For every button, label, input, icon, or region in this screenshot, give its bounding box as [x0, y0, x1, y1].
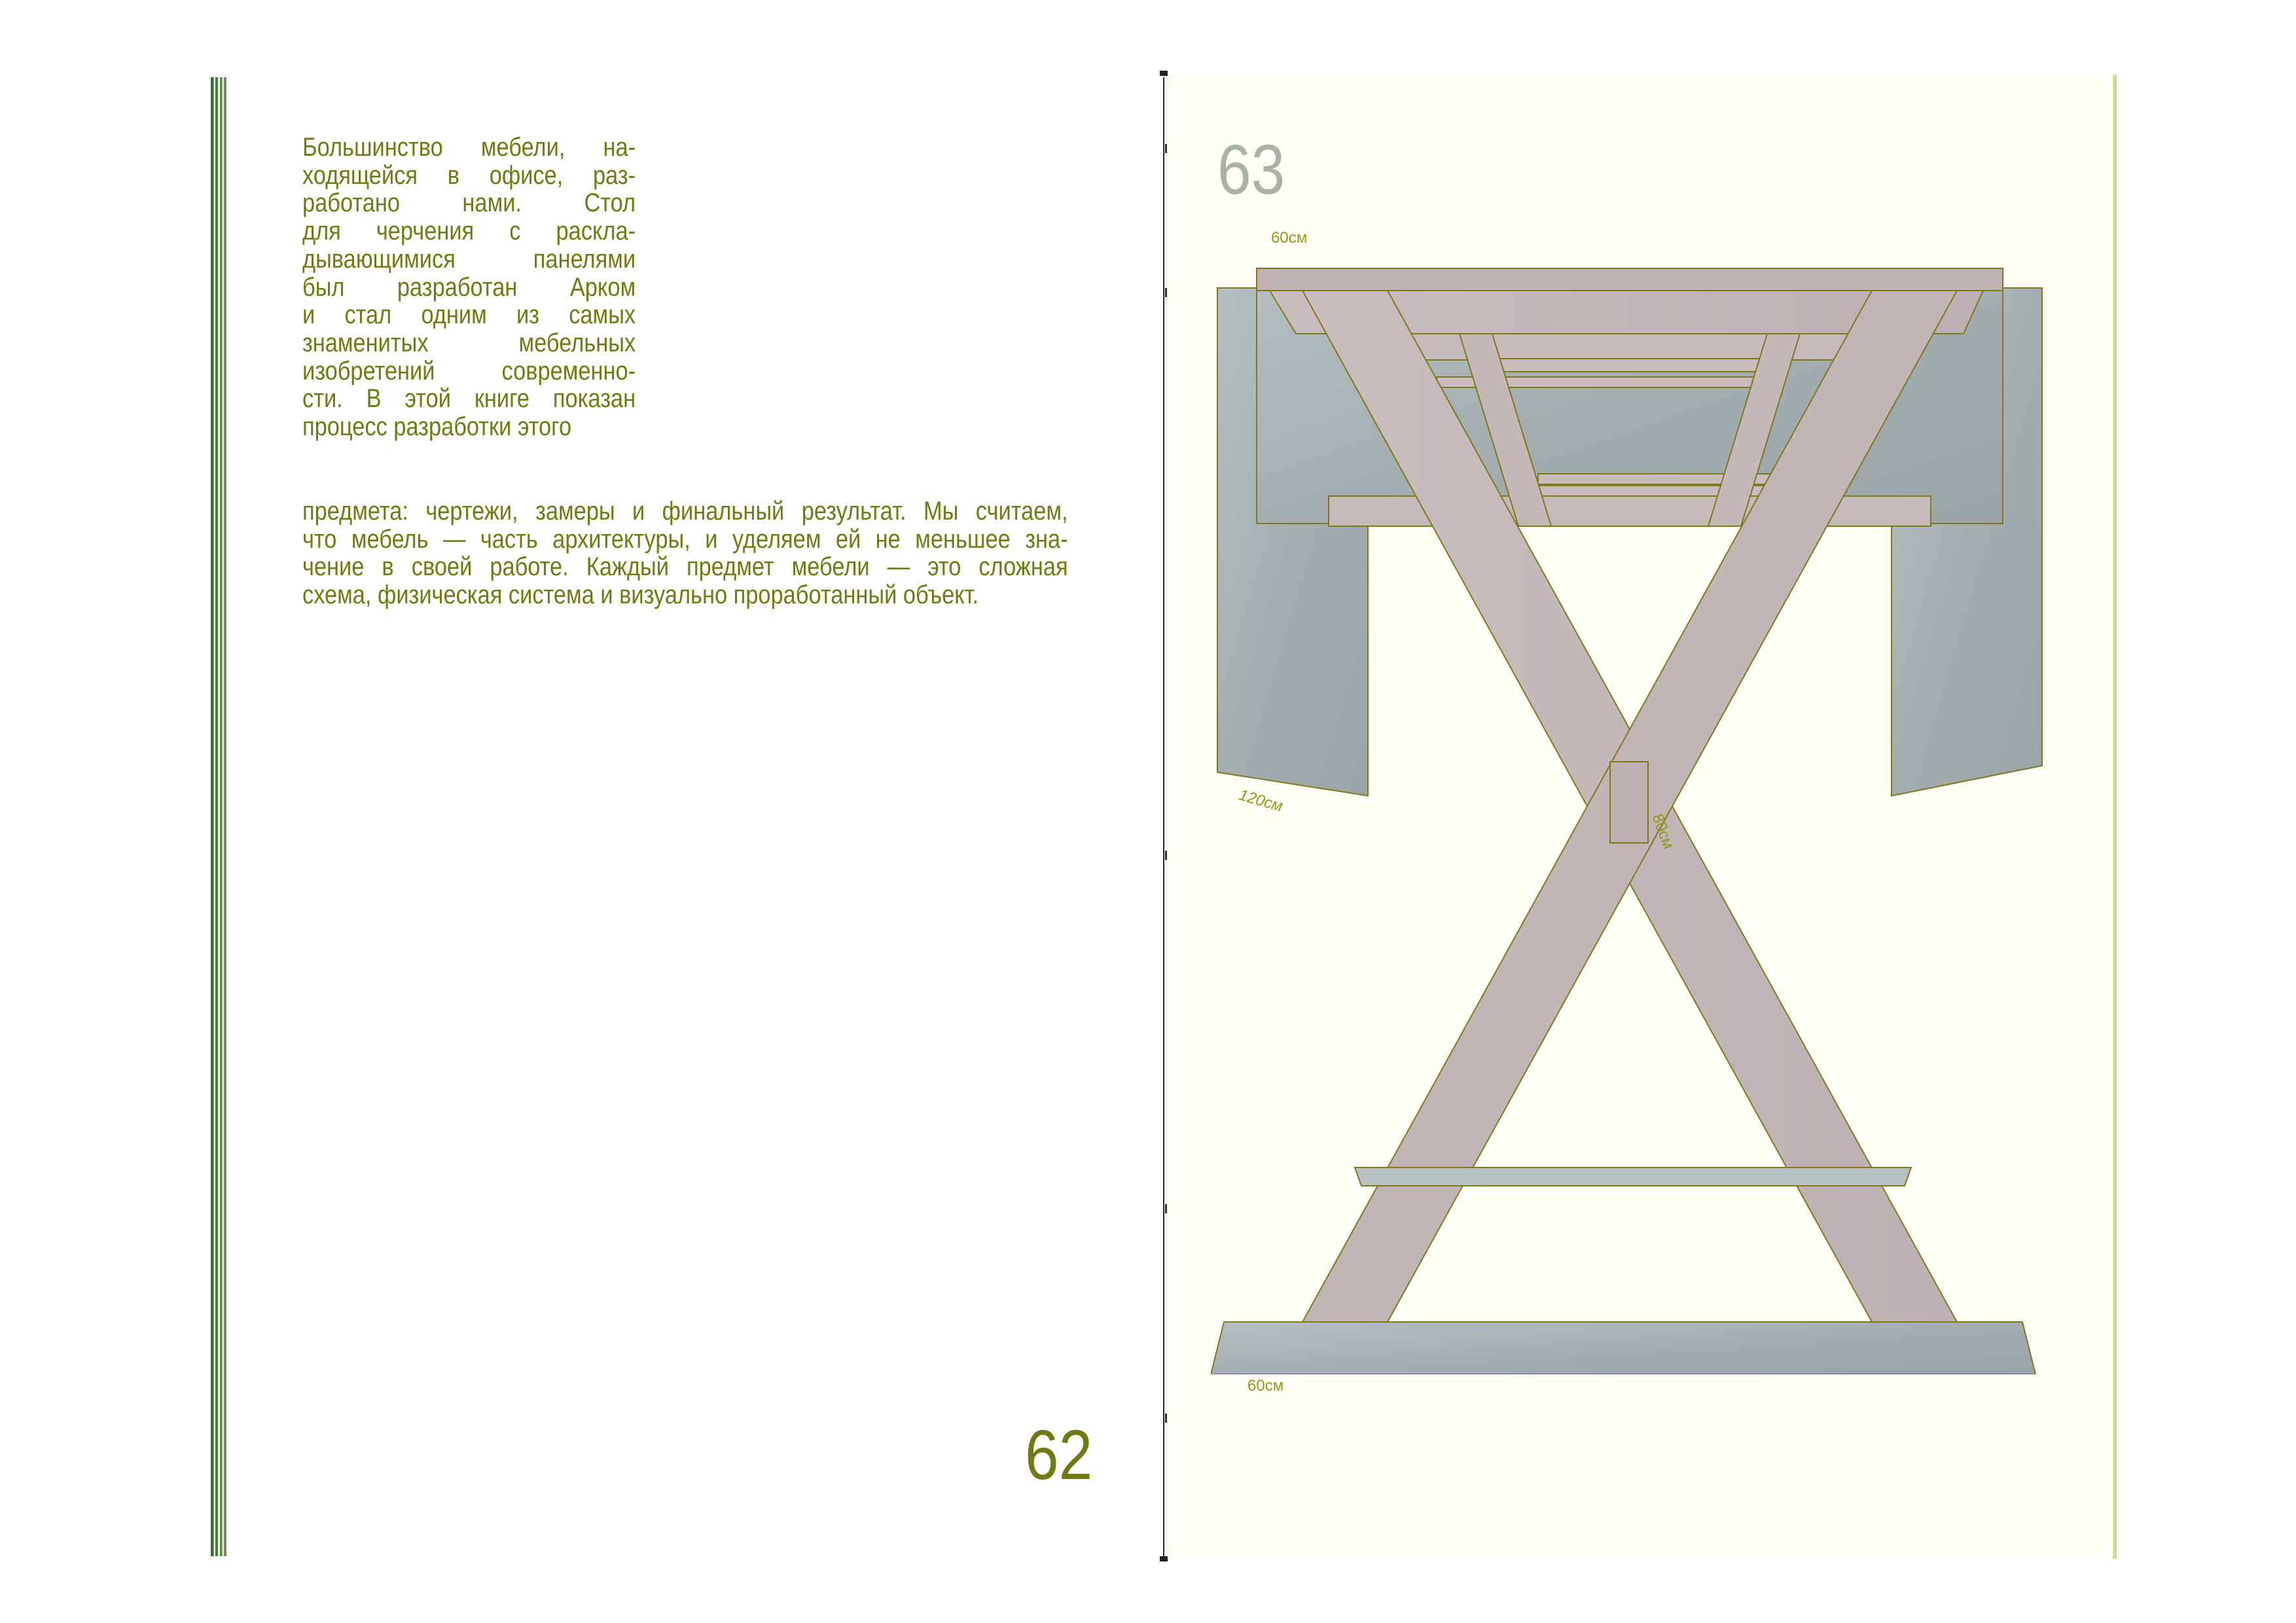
stitch-mark: [1165, 1204, 1167, 1213]
text-line: был разработан Арком: [302, 272, 636, 302]
top-front-edge: [1256, 268, 2003, 291]
stitch-mark: [1165, 1414, 1167, 1423]
stitch-mark: [1165, 288, 1167, 297]
intro-paragraph-narrow: Большинство мебели, на- ходящейся в офис…: [302, 134, 636, 441]
left-page: [226, 77, 1164, 1559]
text-line: схема, физическая система и визуально пр…: [302, 580, 979, 610]
page-number-left: 62: [1025, 1415, 1093, 1494]
frame-rail-top: [1268, 290, 1984, 334]
x-leg-hinge: [1609, 761, 1649, 844]
text-line: чение в своей работе. Каждый предмет меб…: [302, 552, 1068, 582]
stitch-mark: [1165, 851, 1167, 860]
drafting-table-drawing: [1211, 268, 2043, 1374]
text-line: Большинство мебели, на-: [302, 133, 636, 162]
text-line: предмета: чертежи, замеры и финальный ре…: [302, 497, 1068, 526]
dimension-label-top-width: 60см: [1271, 229, 1308, 247]
text-line: знаменитых мебельных: [302, 328, 636, 357]
stitch-mark: [1165, 144, 1167, 153]
text-line: что мебель — часть архитектуры, и уделяе…: [302, 524, 1068, 554]
text-line: процесс разработки этого: [302, 412, 572, 442]
gutter-bottom-mark: [1160, 1556, 1168, 1561]
page-number-right: 63: [1217, 130, 1285, 209]
right-page-edge: [2113, 75, 2117, 1559]
frame-rail-inner: [1361, 333, 1899, 361]
gutter: [1163, 77, 1164, 1558]
frame-brace: [1707, 333, 1801, 527]
frame-brace: [1458, 333, 1552, 527]
text-line: ходящейся в офисе, раз-: [302, 160, 636, 190]
dimension-label-bottom-width: 60см: [1247, 1377, 1284, 1395]
frame-slat: [1498, 358, 1774, 372]
intro-paragraph-wide: предмета: чертежи, замеры и финальный ре…: [302, 497, 1068, 609]
text-line: сти. В этой книге показан: [302, 384, 636, 414]
text-line: работано нами. Стол: [302, 188, 636, 218]
text-line: и стал одним из самых: [302, 300, 636, 330]
base-board: [1211, 1321, 2037, 1374]
text-line: дывающимися панелями: [302, 244, 636, 274]
gutter-top-mark: [1160, 71, 1168, 76]
page-edges: [211, 77, 226, 1556]
foot-rail: [1354, 1167, 1912, 1186]
text-line: для черчения с раскла-: [302, 217, 636, 246]
text-line: изобретений современно-: [302, 356, 636, 385]
